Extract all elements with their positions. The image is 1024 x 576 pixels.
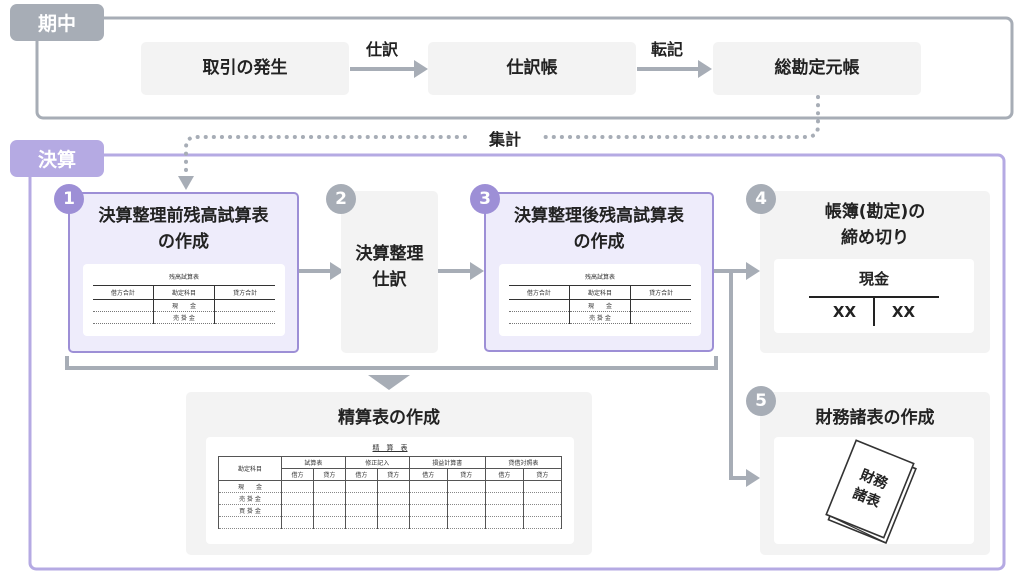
step4-number: 4	[746, 184, 776, 214]
step1-number: 1	[54, 184, 84, 214]
interim-tag: 期中	[10, 4, 104, 41]
step2-number: 2	[326, 184, 356, 214]
worksheet-box: 精算表の作成 精 算 表 勘定科目 試算表 修正記入 損益計算書 貸借対照表 借…	[186, 392, 592, 555]
step3-number: 3	[470, 184, 500, 214]
trial-balance-table: 借方合計勘定科目貸方合計 現 金 売 掛 金	[93, 285, 275, 324]
arrow-label-post: 転記	[650, 40, 683, 59]
trial-balance-title: 残高試算表	[168, 274, 199, 281]
step2-box: 決算整理 仕訳	[341, 191, 438, 353]
step1-box: 決算整理前残高試算表 の作成 残高試算表 借方合計勘定科目貸方合計 現 金 売 …	[68, 192, 299, 353]
trial-balance-preview: 残高試算表 借方合計勘定科目貸方合計 現 金 売 掛 金	[83, 264, 285, 336]
t-account: 現金 XX XX	[774, 259, 974, 333]
step-transaction: 取引の発生	[141, 42, 349, 95]
closing-tag: 決算	[10, 140, 104, 177]
step-general-ledger: 総勘定元帳	[713, 42, 921, 95]
step-journal: 仕訳帳	[428, 42, 636, 95]
bracket-down-arrow	[368, 375, 410, 390]
step4-title: 帳簿(勘定)の 締め切り	[824, 202, 926, 249]
adjusted-trial-balance-preview: 残高試算表 借方合計勘定科目貸方合計 現 金 売 掛 金	[499, 264, 701, 336]
bracket-1-3	[65, 356, 718, 370]
aggregate-label: 集計	[488, 130, 521, 149]
step2-title: 決算整理 仕訳	[355, 244, 424, 291]
step4-box: 帳簿(勘定)の 締め切り 現金 XX XX	[760, 191, 990, 353]
arrow-label-journalize: 仕訳	[365, 40, 398, 59]
t-account-right: XX	[891, 303, 916, 321]
arrow-3-branch	[714, 269, 750, 480]
step1-title: 決算整理前残高試算表 の作成	[98, 206, 269, 253]
t-account-name: 現金	[858, 270, 889, 288]
t-account-vline	[873, 296, 875, 326]
bottom-section-border	[28, 153, 1006, 571]
worksheet-title: 精算表の作成	[338, 408, 440, 428]
step5-number: 5	[746, 386, 776, 416]
step3-title: 決算整理後残高試算表 の作成	[514, 206, 684, 253]
t-account-left: XX	[832, 303, 857, 321]
top-section-border	[35, 16, 1014, 120]
worksheet-preview: 精 算 表 勘定科目 試算表 修正記入 損益計算書 貸借対照表 借方貸方 借方貸…	[206, 437, 574, 544]
financial-statements-book-icon: 財務 諸表	[825, 439, 917, 544]
worksheet-table: 勘定科目 試算表 修正記入 損益計算書 貸借対照表 借方貸方 借方貸方 借方貸方…	[218, 456, 563, 529]
step5-box: 財務諸表の作成 財務 諸表	[760, 392, 990, 555]
aggregate-connector	[184, 95, 820, 180]
worksheet-sheet-title: 精 算 表	[372, 444, 408, 452]
step5-title: 財務諸表の作成	[815, 408, 935, 428]
financial-statements-panel: 財務 諸表	[774, 437, 974, 544]
step3-box: 決算整理後残高試算表 の作成 残高試算表 借方合計勘定科目貸方合計 現 金 売 …	[484, 192, 714, 352]
